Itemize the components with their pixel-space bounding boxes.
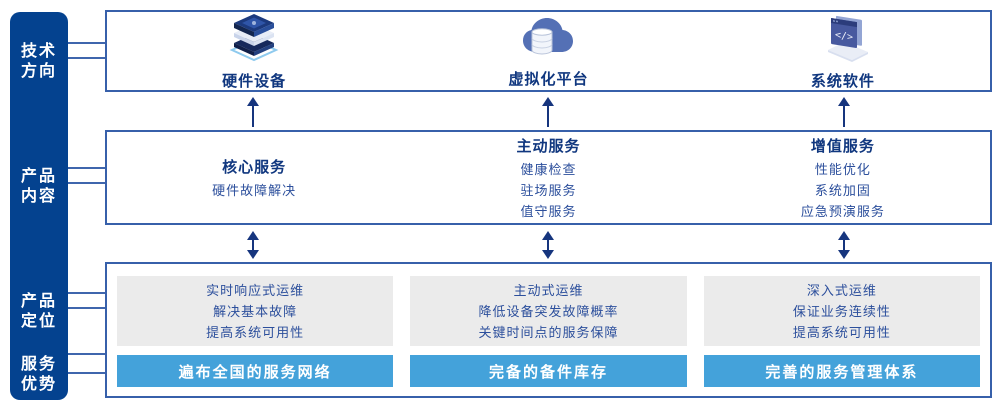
sidebar-label-line: 定位 (20, 313, 57, 330)
product-content-box: 核心服务 硬件故障解决 主动服务 健康检查 驻场服务 值守服务 增值服务 性能优… (105, 130, 992, 225)
tech-col-virtualization: 虚拟化平台 (401, 12, 695, 90)
server-stack-icon (225, 12, 283, 67)
service-item: 硬件故障解决 (212, 182, 297, 198)
positioning-line: 关键时间点的服务保障 (478, 324, 619, 340)
sidebar-label-line: 方向 (20, 63, 57, 80)
positioning-line: 主动式运维 (513, 282, 584, 298)
positioning-line: 解决基本故障 (213, 303, 298, 319)
connector-line (68, 307, 105, 309)
double-arrow-icon (541, 231, 555, 259)
sidebar-item-service-advantage: 服务 优势 (10, 355, 68, 395)
up-arrow-icon (246, 97, 260, 127)
positioning-advantage-box: 实时响应式运维 解决基本故障 提高系统可用性 遍布全国的服务网络 主动式运维 降… (105, 262, 992, 398)
positioning-panel: 主动式运维 降低设备突发故障概率 关键时间点的服务保障 (410, 276, 687, 346)
tech-label-hardware: 硬件设备 (222, 72, 287, 90)
advantage-bar: 完备的备件库存 (410, 355, 687, 387)
service-title: 增值服务 (810, 137, 875, 155)
svg-text:</>: </> (835, 29, 853, 43)
sidebar-label-line: 优势 (20, 376, 57, 393)
tech-col-system-software: </> 系统软件 (696, 12, 990, 90)
service-title: 核心服务 (222, 158, 287, 176)
positioning-line: 降低设备突发故障概率 (478, 303, 619, 319)
connector-line (68, 182, 105, 184)
sidebar-label-line: 产品 (20, 293, 57, 310)
positioning-col-deep: 深入式运维 保证业务连续性 提高系统可用性 完善的服务管理体系 (703, 276, 980, 396)
up-arrow-icon (837, 97, 851, 127)
service-item: 驻场服务 (520, 182, 577, 198)
sidebar-label-line: 产品 (20, 168, 57, 185)
positioning-line: 实时响应式运维 (206, 282, 305, 298)
positioning-col-proactive: 主动式运维 降低设备突发故障概率 关键时间点的服务保障 完备的备件库存 (410, 276, 687, 396)
service-item: 性能优化 (814, 161, 871, 177)
tech-col-hardware: 硬件设备 (107, 12, 401, 90)
service-item: 应急预演服务 (800, 203, 885, 219)
positioning-line: 提高系统可用性 (792, 324, 891, 340)
connector-line (68, 57, 105, 59)
sidebar-label-line: 服务 (20, 356, 57, 373)
tech-direction-box: 硬件设备 虚拟化平台 (105, 10, 992, 92)
code-window-icon: </> (814, 12, 872, 67)
positioning-panel: 深入式运维 保证业务连续性 提高系统可用性 (703, 276, 980, 346)
positioning-line: 提高系统可用性 (206, 324, 305, 340)
sidebar-label-line: 技术 (20, 43, 57, 60)
sidebar-item-product-positioning: 产品 定位 (10, 292, 68, 332)
connector-line (68, 167, 105, 169)
positioning-col-realtime: 实时响应式运维 解决基本故障 提高系统可用性 遍布全国的服务网络 (117, 276, 394, 396)
sidebar-label-line: 内容 (20, 188, 57, 205)
sidebar-item-product-content: 产品 内容 (10, 167, 68, 207)
advantage-bar: 遍布全国的服务网络 (117, 355, 394, 387)
connector-line (68, 292, 105, 294)
service-col-proactive: 主动服务 健康检查 驻场服务 值守服务 (401, 132, 695, 223)
service-item: 值守服务 (520, 203, 577, 219)
positioning-line: 深入式运维 (806, 282, 877, 298)
connector-line (68, 42, 105, 44)
cloud-database-icon (520, 14, 576, 65)
tech-label-system-software: 系统软件 (810, 72, 875, 90)
tech-label-virtualization: 虚拟化平台 (508, 70, 589, 88)
connector-line (68, 353, 105, 355)
service-col-value-added: 增值服务 性能优化 系统加固 应急预演服务 (696, 132, 990, 223)
up-arrow-icon (541, 97, 555, 127)
double-arrow-icon (837, 231, 851, 259)
service-col-core: 核心服务 硬件故障解决 (107, 132, 401, 223)
connector-line (68, 372, 105, 374)
sidebar: 技术 方向 产品 内容 产品 定位 服务 优势 (10, 12, 68, 400)
service-item: 健康检查 (520, 161, 577, 177)
positioning-panel: 实时响应式运维 解决基本故障 提高系统可用性 (117, 276, 394, 346)
service-item: 系统加固 (814, 182, 871, 198)
sidebar-item-tech-direction: 技术 方向 (10, 42, 68, 82)
advantage-bar: 完善的服务管理体系 (703, 355, 980, 387)
double-arrow-icon (246, 231, 260, 259)
positioning-line: 保证业务连续性 (792, 303, 891, 319)
service-title: 主动服务 (516, 137, 581, 155)
